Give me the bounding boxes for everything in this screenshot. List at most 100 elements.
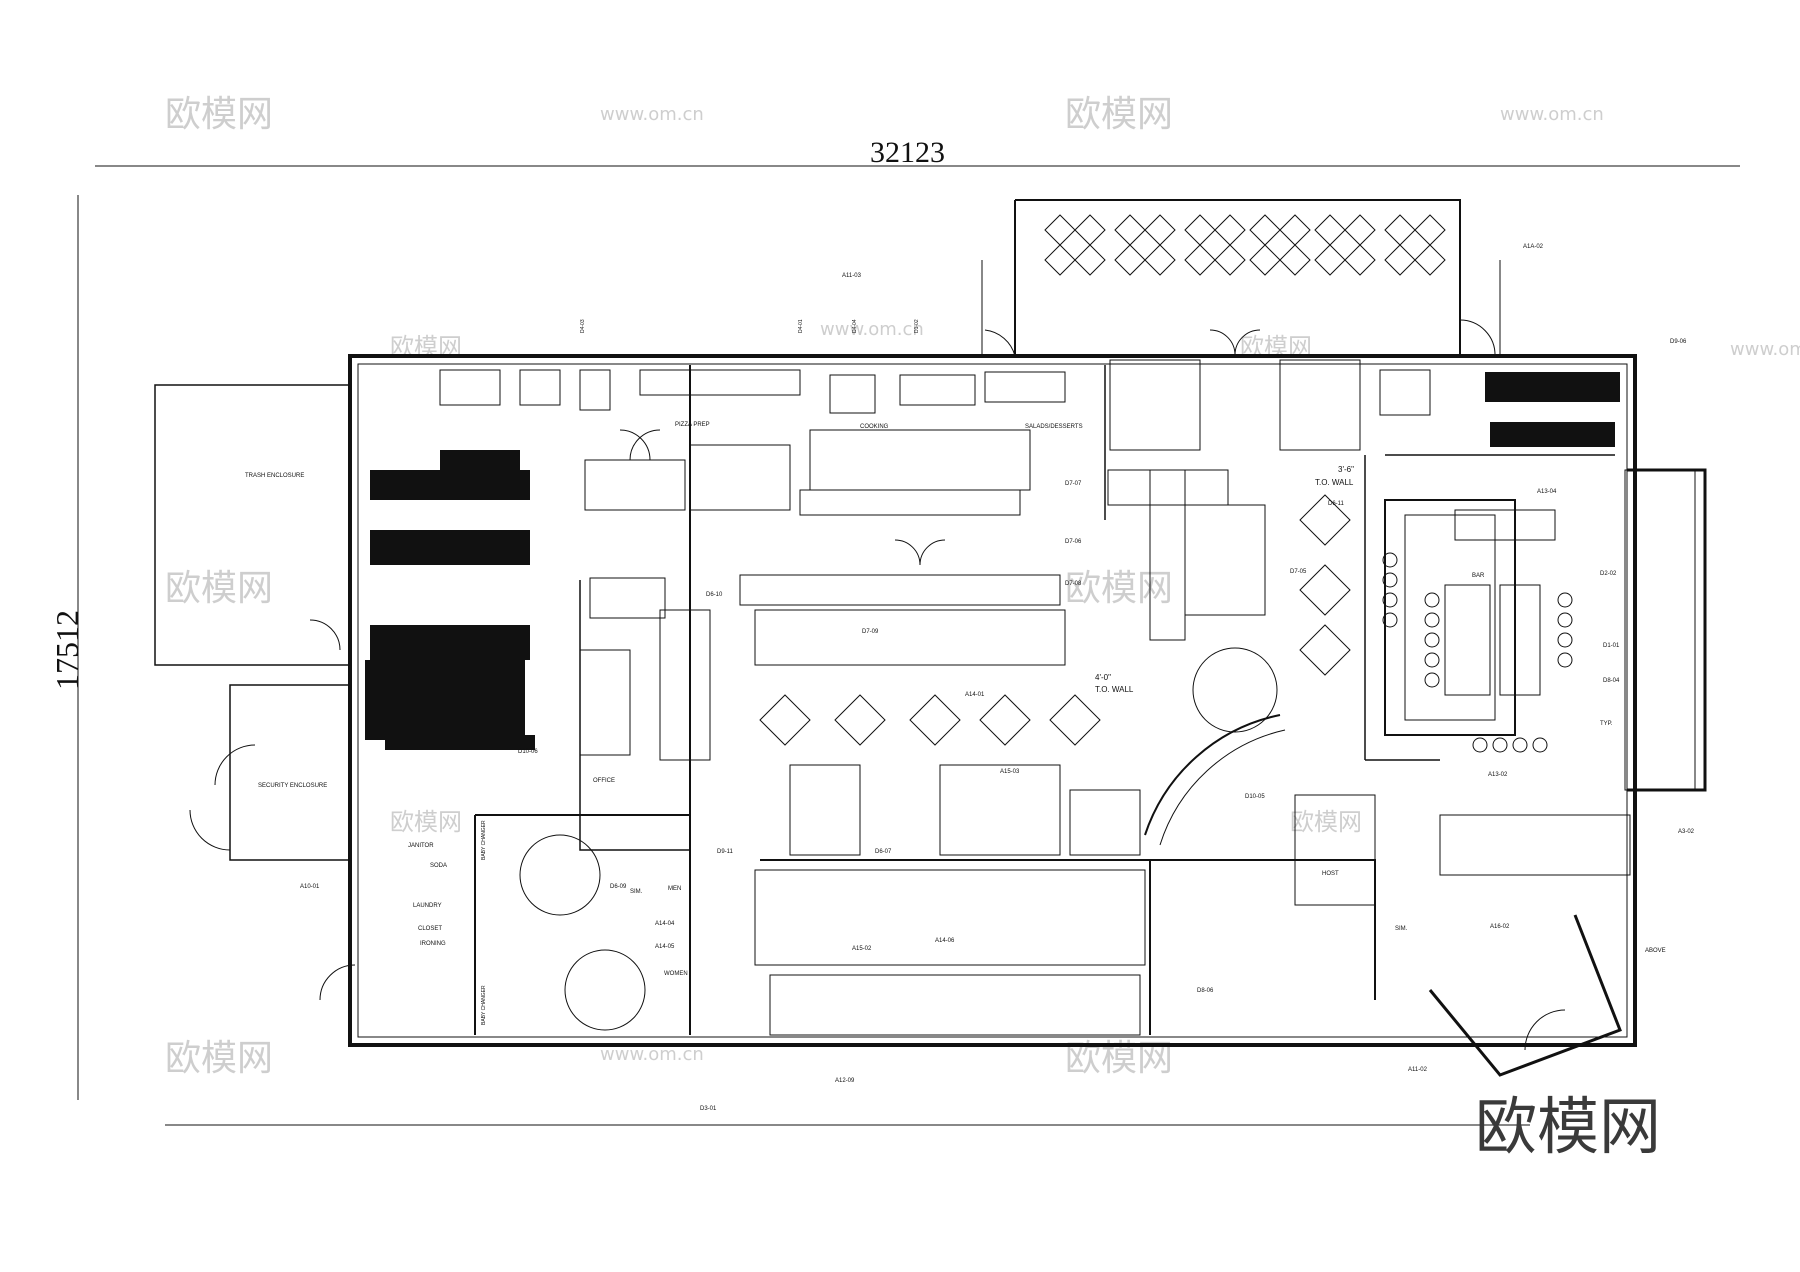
- ref-tag: D4-04: [852, 319, 858, 333]
- ref-tag: D6-11: [1328, 501, 1345, 507]
- ref-tag: A10-01: [300, 884, 320, 890]
- width-dimension-text: 32123: [870, 136, 945, 169]
- watermark-url: www.om.cn: [1730, 339, 1800, 360]
- room-label-janitor: JANITOR: [408, 843, 434, 849]
- note-above: ABOVE: [1645, 948, 1666, 954]
- room-label-ironing: IRONING: [420, 941, 446, 947]
- fixture-circle: [519, 834, 601, 916]
- note-to-wall-label: T.O. WALL: [1095, 685, 1134, 694]
- note-to-wall-label: T.O. WALL: [1315, 478, 1354, 487]
- ref-tag: A12-09: [835, 1078, 855, 1084]
- kitchen-equipment: [365, 369, 1620, 761]
- ref-tag: D2-02: [1600, 571, 1617, 577]
- ref-tag: D3-01: [700, 1106, 717, 1112]
- ref-tag: D4-01: [798, 319, 804, 333]
- curved-wall: [1144, 714, 1281, 836]
- watermark-logo: 欧模网: [390, 808, 462, 836]
- ref-tag: A14-05: [655, 944, 675, 950]
- ref-tag: A16-02: [1490, 924, 1510, 930]
- note-to-wall-height: 4'-0": [1095, 673, 1111, 682]
- fixture-circle: [564, 949, 646, 1031]
- patio-wall: [1015, 199, 1461, 356]
- ref-tag: D6-10: [706, 592, 723, 598]
- watermark-logo: 欧模网: [165, 568, 273, 609]
- dining-room-tables: [759, 494, 1351, 746]
- east-wing-wall: [1627, 468, 1707, 792]
- note-similar: SIM.: [1395, 926, 1408, 932]
- exterior-wall: [348, 354, 1637, 1047]
- ref-tag: D4-03: [580, 319, 586, 333]
- vestibule-wall: [1428, 914, 1622, 1077]
- watermark-logo: 欧模网: [165, 94, 273, 135]
- ref-tag: A15-03: [1000, 769, 1020, 775]
- security-enclosure-wall: [229, 684, 351, 861]
- watermark-logo: 欧模网: [165, 1038, 273, 1079]
- plan-notes: 3'-6" T.O. WALL 4'-0" T.O. WALL TYP. ABO…: [630, 465, 1666, 954]
- watermark-logo: 欧模网: [1290, 808, 1362, 836]
- ref-tag: D7-09: [862, 629, 879, 635]
- ref-tag: D6-09: [610, 884, 627, 890]
- ref-tag: D7-06: [1065, 539, 1082, 545]
- ref-tag: D1-02: [914, 319, 920, 333]
- room-label-pizza-prep: PIZZA PREP: [675, 422, 710, 428]
- ref-tag: A14-01: [965, 692, 985, 698]
- watermark-logo-large: 欧模网: [1475, 1090, 1661, 1163]
- bar-stools: [1382, 552, 1573, 753]
- room-label-baby-changer: BABY CHANGER: [481, 985, 487, 1025]
- building-walls: [154, 199, 1707, 1077]
- room-label-soda: SODA: [430, 863, 447, 869]
- ref-tag: A15-02: [852, 946, 872, 952]
- room-labels: TRASH ENCLOSURE SECURITY ENCLOSURE PIZZA…: [245, 422, 1485, 1025]
- patio-tables: [1044, 214, 1446, 276]
- ref-tag: D9-06: [1670, 339, 1687, 345]
- ref-tag: A14-04: [655, 921, 675, 927]
- room-label-laundry: LAUNDRY: [413, 903, 442, 909]
- watermark-layer: 欧模网 www.om.cn 欧模网 www.om.cn 欧模网 www.om.c…: [165, 94, 1800, 1079]
- note-similar: SIM.: [630, 889, 643, 895]
- ref-tag: D9-11: [717, 849, 734, 855]
- ref-tag: D10-05: [1245, 794, 1265, 800]
- ref-tag: D8-06: [1197, 988, 1214, 994]
- ref-tag: D8-04: [1603, 678, 1620, 684]
- ref-tag: D1-01: [1603, 643, 1620, 649]
- ref-tag: D7-05: [1290, 569, 1307, 575]
- booth-seating: [754, 359, 1696, 1036]
- room-label-office: OFFICE: [593, 778, 615, 784]
- room-label-bar: BAR: [1472, 573, 1485, 579]
- room-label-men: MEN: [668, 886, 681, 892]
- note-to-wall-height: 3'-6": [1338, 465, 1354, 474]
- watermark-url: www.om.cn: [1500, 104, 1604, 125]
- ref-tag: D6-07: [875, 849, 892, 855]
- ref-tag: A11-03: [842, 273, 862, 279]
- watermark-logo: 欧模网: [1065, 94, 1173, 135]
- ref-tag: D10-06: [518, 749, 538, 755]
- ref-tag: A14-06: [935, 938, 955, 944]
- ref-tag: D7-08: [1065, 581, 1082, 587]
- watermark-url: www.om.cn: [820, 319, 924, 340]
- room-label-closet: CLOSET: [418, 926, 442, 932]
- room-label-security-enclosure: SECURITY ENCLOSURE: [258, 783, 327, 789]
- watermark-logo: 欧模网: [1065, 568, 1173, 609]
- door-swings: [189, 319, 1566, 1051]
- ref-tag: A13-04: [1537, 489, 1557, 495]
- height-dimension-text: 17512: [49, 610, 85, 690]
- room-label-baby-changer: BABY CHANGER: [481, 820, 487, 860]
- exterior-wall-inner: [357, 363, 1628, 1038]
- room-label-cooking: COOKING: [860, 424, 889, 430]
- trash-enclosure-wall: [154, 384, 351, 666]
- dimension-lines: [77, 165, 1740, 1126]
- ref-tag: D7-07: [1065, 481, 1082, 487]
- reference-tags: A11-03 D4-03 D4-01 D4-04 D1-02 A1A-02 D9…: [300, 244, 1695, 1112]
- ref-tag: A1A-02: [1523, 244, 1544, 250]
- dining-tables: [519, 214, 1446, 1031]
- ref-tag: A3-02: [1678, 829, 1695, 835]
- room-label-salads-desserts: SALADS/DESSERTS: [1025, 424, 1083, 430]
- room-label-host: HOST: [1322, 871, 1339, 877]
- room-label-trash-enclosure: TRASH ENCLOSURE: [245, 473, 304, 479]
- note-typical: TYP.: [1600, 721, 1613, 727]
- ref-tag: A13-02: [1488, 772, 1508, 778]
- watermark-url: www.om.cn: [600, 1044, 704, 1065]
- watermark-url: www.om.cn: [600, 104, 704, 125]
- room-label-women: WOMEN: [664, 971, 688, 977]
